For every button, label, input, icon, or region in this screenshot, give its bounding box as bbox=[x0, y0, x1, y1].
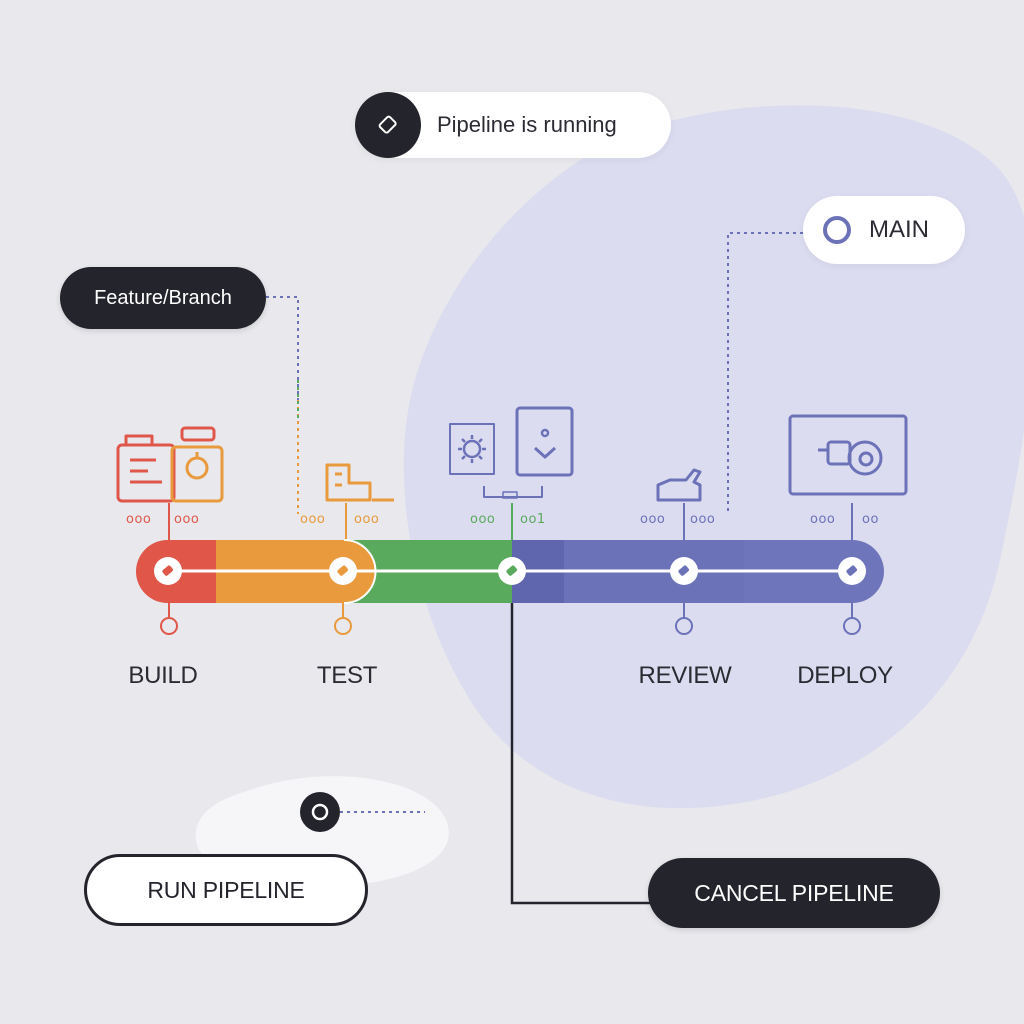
feature-branch-label: Feature/Branch bbox=[94, 286, 232, 309]
deploy-markers-b: oo bbox=[862, 512, 879, 527]
branch-circle-icon bbox=[823, 216, 851, 244]
pipeline-status: Pipeline is running bbox=[355, 92, 671, 158]
test-port bbox=[334, 617, 352, 635]
test-markers-b: ooo bbox=[354, 512, 380, 527]
integration-icon bbox=[449, 406, 574, 499]
status-text: Pipeline is running bbox=[437, 112, 617, 137]
integrate-markers-a: ooo bbox=[470, 512, 496, 527]
build-markers-a: ooo bbox=[126, 512, 152, 527]
stage-label-test: TEST bbox=[316, 662, 378, 689]
review-markers-b: ooo bbox=[690, 512, 716, 527]
review-port bbox=[675, 617, 693, 635]
tag-icon bbox=[378, 115, 397, 134]
stage-label-build: BUILD bbox=[128, 662, 198, 689]
cancel-pipeline-label: CANCEL PIPELINE bbox=[694, 879, 894, 906]
main-branch-label: MAIN bbox=[869, 216, 929, 243]
thumbs-up-icon bbox=[656, 468, 702, 502]
cancel-pipeline-button[interactable]: CANCEL PIPELINE bbox=[648, 858, 940, 928]
deploy-camera-icon bbox=[788, 414, 908, 496]
run-pipeline-button[interactable]: RUN PIPELINE bbox=[84, 854, 368, 926]
build-port bbox=[160, 617, 178, 635]
stage-label-deploy: DEPLOY bbox=[797, 662, 893, 689]
status-icon-circle bbox=[355, 92, 421, 158]
integrate-markers-b: oo1 bbox=[520, 512, 546, 527]
build-markers-b: ooo bbox=[174, 512, 200, 527]
review-markers-a: ooo bbox=[640, 512, 666, 527]
feature-branch-badge[interactable]: Feature/Branch bbox=[60, 267, 266, 329]
test-markers-a: ooo bbox=[300, 512, 326, 527]
run-indicator bbox=[300, 792, 340, 832]
record-circle-icon bbox=[311, 803, 329, 821]
main-branch-badge[interactable]: MAIN bbox=[803, 196, 965, 264]
test-boot-icon bbox=[325, 463, 394, 502]
deploy-port bbox=[843, 617, 861, 635]
run-pipeline-label: RUN PIPELINE bbox=[147, 876, 305, 903]
deploy-markers-a: ooo bbox=[810, 512, 836, 527]
stage-label-review: REVIEW bbox=[638, 662, 732, 689]
build-machine-icon bbox=[116, 426, 224, 503]
